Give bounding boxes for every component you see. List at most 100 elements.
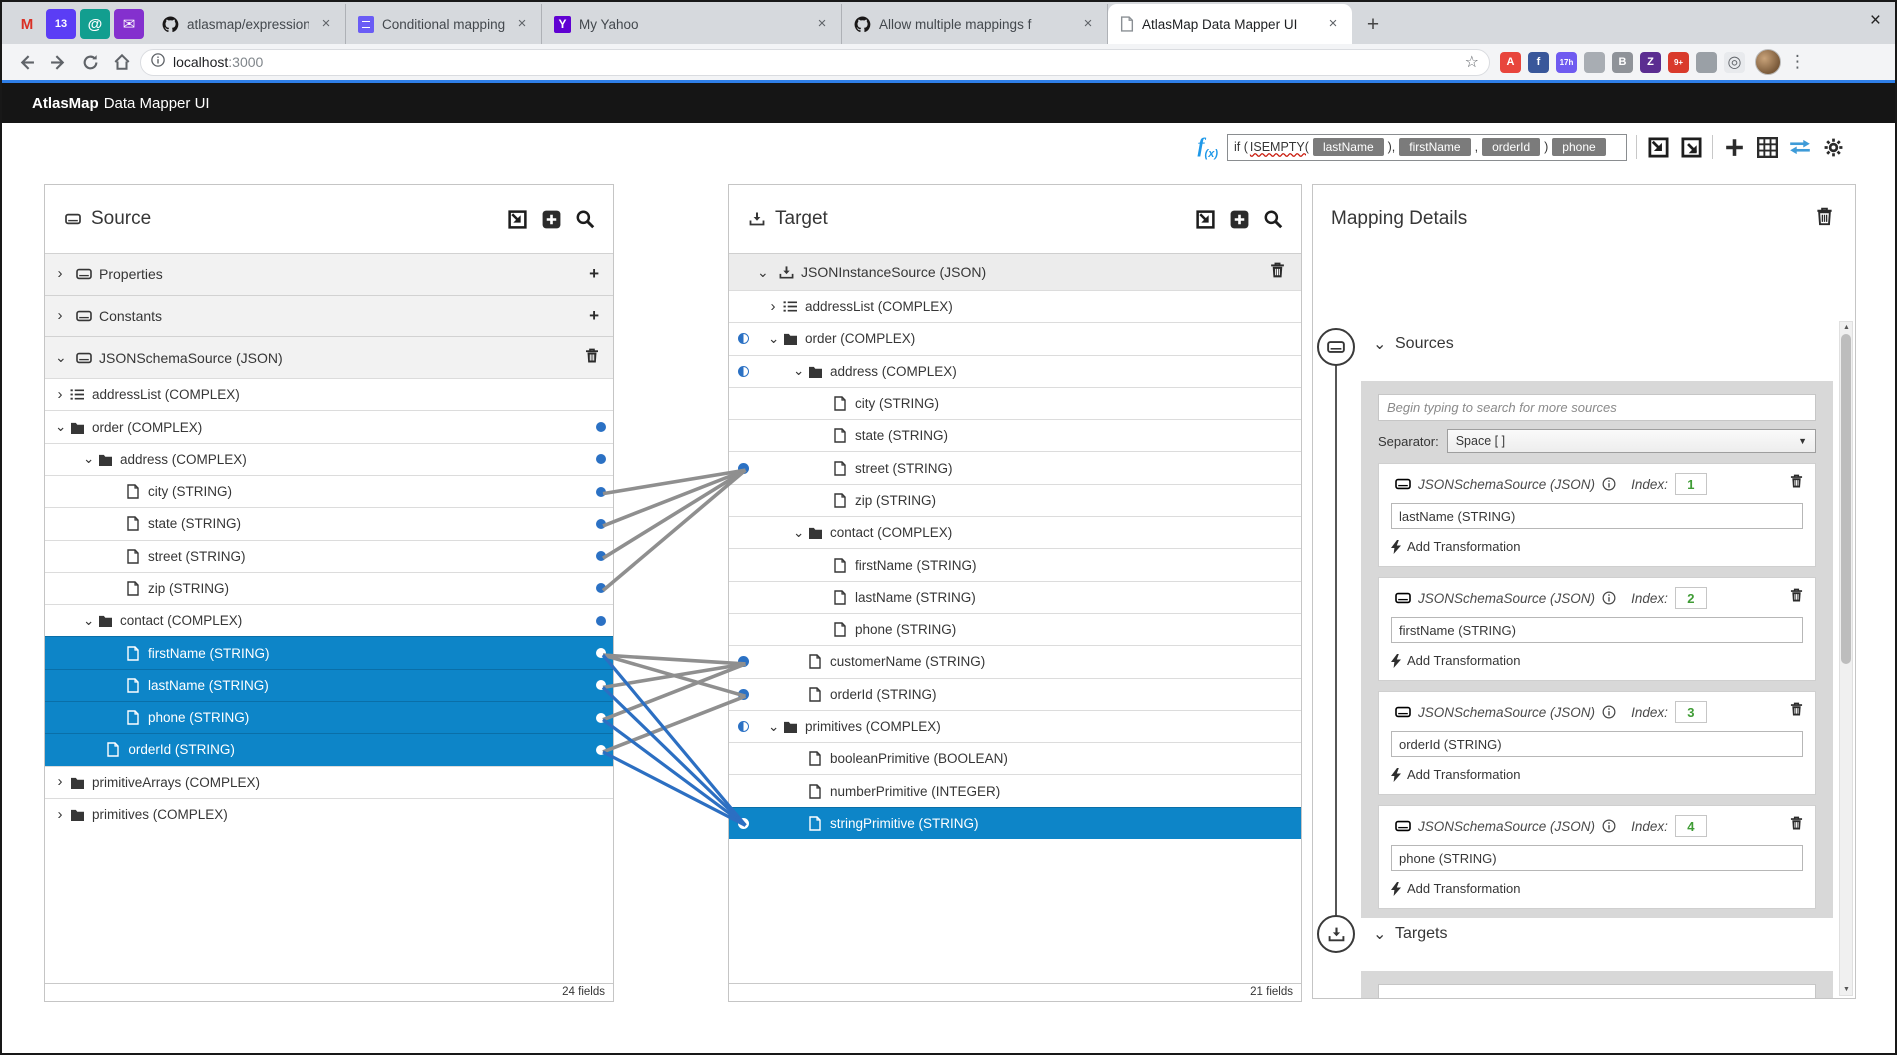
- target-row-numberPrimitive[interactable]: numberPrimitive (INTEGER): [729, 774, 1301, 807]
- export-mappings-button[interactable]: [1679, 135, 1703, 159]
- remove-source-field-icon[interactable]: [1790, 702, 1803, 722]
- chevron-down-icon[interactable]: ⌄: [83, 612, 95, 628]
- mapping-line[interactable]: [602, 653, 746, 698]
- add-mapping-icon[interactable]: [1722, 135, 1746, 159]
- targets-search-input[interactable]: [1378, 984, 1816, 998]
- source-group-properties[interactable]: ›Properties+: [45, 253, 613, 295]
- search-source-icon[interactable]: [573, 207, 597, 231]
- import-mappings-button[interactable]: [1646, 135, 1670, 159]
- browser-tab-1[interactable]: atlasmap/expression.comp×: [150, 4, 346, 44]
- source-row-address[interactable]: ⌄address (COMPLEX): [45, 442, 613, 475]
- tab-close-icon[interactable]: ×: [1083, 15, 1093, 32]
- chevron-right-icon[interactable]: ›: [57, 265, 63, 283]
- tab-close-icon[interactable]: ×: [517, 15, 527, 32]
- target-row-stringPrimitive[interactable]: stringPrimitive (STRING): [729, 806, 1301, 840]
- mapping-line[interactable]: [602, 694, 747, 754]
- target-row-orderId[interactable]: orderId (STRING): [729, 677, 1301, 710]
- pinned-tab-gmail[interactable]: M: [20, 15, 34, 33]
- chevron-down-icon[interactable]: ⌄: [55, 419, 67, 434]
- index-value[interactable]: 2: [1674, 587, 1707, 609]
- chevron-down-icon[interactable]: ⌄: [55, 349, 67, 366]
- mapping-line[interactable]: [601, 468, 747, 592]
- expression-input[interactable]: if (ISEMPTY(lastName),firstName,orderId)…: [1227, 133, 1627, 161]
- chevron-right-icon[interactable]: ›: [770, 297, 776, 315]
- ext-b[interactable]: B: [1612, 51, 1633, 73]
- source-row-state[interactable]: state (STRING): [45, 507, 613, 540]
- add-icon[interactable]: +: [589, 306, 599, 326]
- mapping-line[interactable]: [602, 653, 746, 666]
- browser-menu-icon[interactable]: ⋮: [1789, 52, 1806, 71]
- search-target-icon[interactable]: [1261, 207, 1285, 231]
- sources-search-input[interactable]: Begin typing to search for more sources: [1378, 394, 1816, 421]
- ext-spiral[interactable]: ◎: [1724, 51, 1745, 73]
- targets-section-header[interactable]: ⌄ Targets: [1373, 924, 1447, 944]
- site-info-icon[interactable]: [151, 52, 165, 72]
- selected-mapping-line[interactable]: [602, 750, 747, 827]
- add-transformation-link[interactable]: Add Transformation: [1391, 539, 1803, 554]
- target-row-zip[interactable]: zip (STRING): [729, 483, 1301, 517]
- mapped-field-input[interactable]: firstName (STRING): [1391, 617, 1803, 643]
- source-group-constants[interactable]: ›Constants+: [45, 294, 613, 337]
- address-bar[interactable]: localhost:3000 ☆: [140, 48, 1490, 76]
- reload-button[interactable]: [76, 48, 104, 76]
- index-value[interactable]: 1: [1674, 473, 1707, 495]
- mapping-line[interactable]: [602, 468, 747, 560]
- ext-photo[interactable]: [1584, 51, 1605, 73]
- mapped-field-input[interactable]: lastName (STRING): [1391, 503, 1803, 529]
- source-row-contact[interactable]: ⌄contact (COMPLEX): [45, 604, 613, 637]
- settings-gear-icon[interactable]: [1821, 135, 1845, 159]
- chevron-right-icon[interactable]: ›: [57, 307, 63, 325]
- target-row-order[interactable]: ⌄order (COMPLEX): [729, 322, 1301, 355]
- import-source-document-icon[interactable]: [505, 207, 529, 231]
- source-row-phone[interactable]: phone (STRING): [45, 701, 613, 734]
- target-row-address[interactable]: ⌄address (COMPLEX): [729, 354, 1301, 387]
- add-transformation-link[interactable]: Add Transformation: [1391, 653, 1803, 668]
- delete-document-icon[interactable]: [585, 348, 599, 367]
- expression-field-chip[interactable]: lastName: [1312, 138, 1384, 156]
- source-row-city[interactable]: city (STRING): [45, 474, 613, 508]
- source-row-primitiveArrays[interactable]: ›primitiveArrays (COMPLEX): [45, 765, 613, 798]
- target-row-contact[interactable]: ⌄contact (COMPLEX): [729, 516, 1301, 549]
- source-row-addressList[interactable]: ›addressList (COMPLEX): [45, 378, 613, 411]
- window-close-button[interactable]: ×: [1869, 10, 1881, 31]
- add-target-document-icon[interactable]: [1227, 207, 1251, 231]
- pinned-tab-mail[interactable]: ✉: [114, 9, 144, 39]
- source-row-primitives[interactable]: ›primitives (COMPLEX): [45, 797, 613, 831]
- add-icon[interactable]: +: [589, 264, 599, 284]
- new-tab-button[interactable]: +: [1366, 13, 1380, 36]
- mapping-line[interactable]: [602, 468, 747, 528]
- remove-source-field-icon[interactable]: [1790, 588, 1803, 608]
- target-document-row[interactable]: ⌄ JSONInstanceSource (JSON): [729, 253, 1301, 290]
- ext-a[interactable]: A: [1500, 51, 1521, 73]
- target-row-addressList[interactable]: ›addressList (COMPLEX): [729, 290, 1301, 323]
- forward-button[interactable]: [44, 48, 72, 76]
- browser-tab-2[interactable]: Conditional mapping for 7×: [346, 4, 542, 44]
- source-row-street[interactable]: street (STRING): [45, 539, 613, 572]
- target-row-street[interactable]: street (STRING): [729, 451, 1301, 484]
- source-row-zip[interactable]: zip (STRING): [45, 571, 613, 605]
- expression-field-chip[interactable]: phone: [1552, 138, 1606, 156]
- back-button[interactable]: [12, 48, 40, 76]
- index-value[interactable]: 4: [1674, 815, 1707, 837]
- chevron-down-icon[interactable]: ⌄: [1373, 926, 1387, 943]
- target-row-primitives[interactable]: ⌄primitives (COMPLEX): [729, 709, 1301, 743]
- browser-tab-4[interactable]: Allow multiple mappings f×: [842, 4, 1108, 44]
- chevron-right-icon[interactable]: ›: [57, 773, 63, 791]
- import-target-document-icon[interactable]: [1193, 207, 1217, 231]
- info-icon[interactable]: [1602, 705, 1616, 719]
- selected-mapping-line[interactable]: [602, 718, 747, 827]
- source-group-jsonschemasource[interactable]: ⌄JSONSchemaSource (JSON): [45, 336, 613, 379]
- bookmark-star-icon[interactable]: ☆: [1464, 54, 1479, 71]
- chevron-down-icon[interactable]: ⌄: [768, 330, 780, 346]
- target-row-firstName[interactable]: firstName (STRING): [729, 548, 1301, 581]
- expression-field-chip[interactable]: firstName: [1399, 138, 1471, 156]
- info-icon[interactable]: [1602, 819, 1616, 833]
- add-source-document-icon[interactable]: [539, 207, 563, 231]
- sources-section-header[interactable]: ⌄ Sources: [1373, 334, 1454, 354]
- chevron-down-icon[interactable]: ⌄: [793, 524, 805, 540]
- mapping-table-icon[interactable]: [1755, 135, 1779, 159]
- index-value[interactable]: 3: [1674, 701, 1707, 723]
- mapped-field-input[interactable]: phone (STRING): [1391, 845, 1803, 871]
- tab-close-icon[interactable]: ×: [321, 15, 331, 32]
- mapping-line[interactable]: [602, 662, 746, 690]
